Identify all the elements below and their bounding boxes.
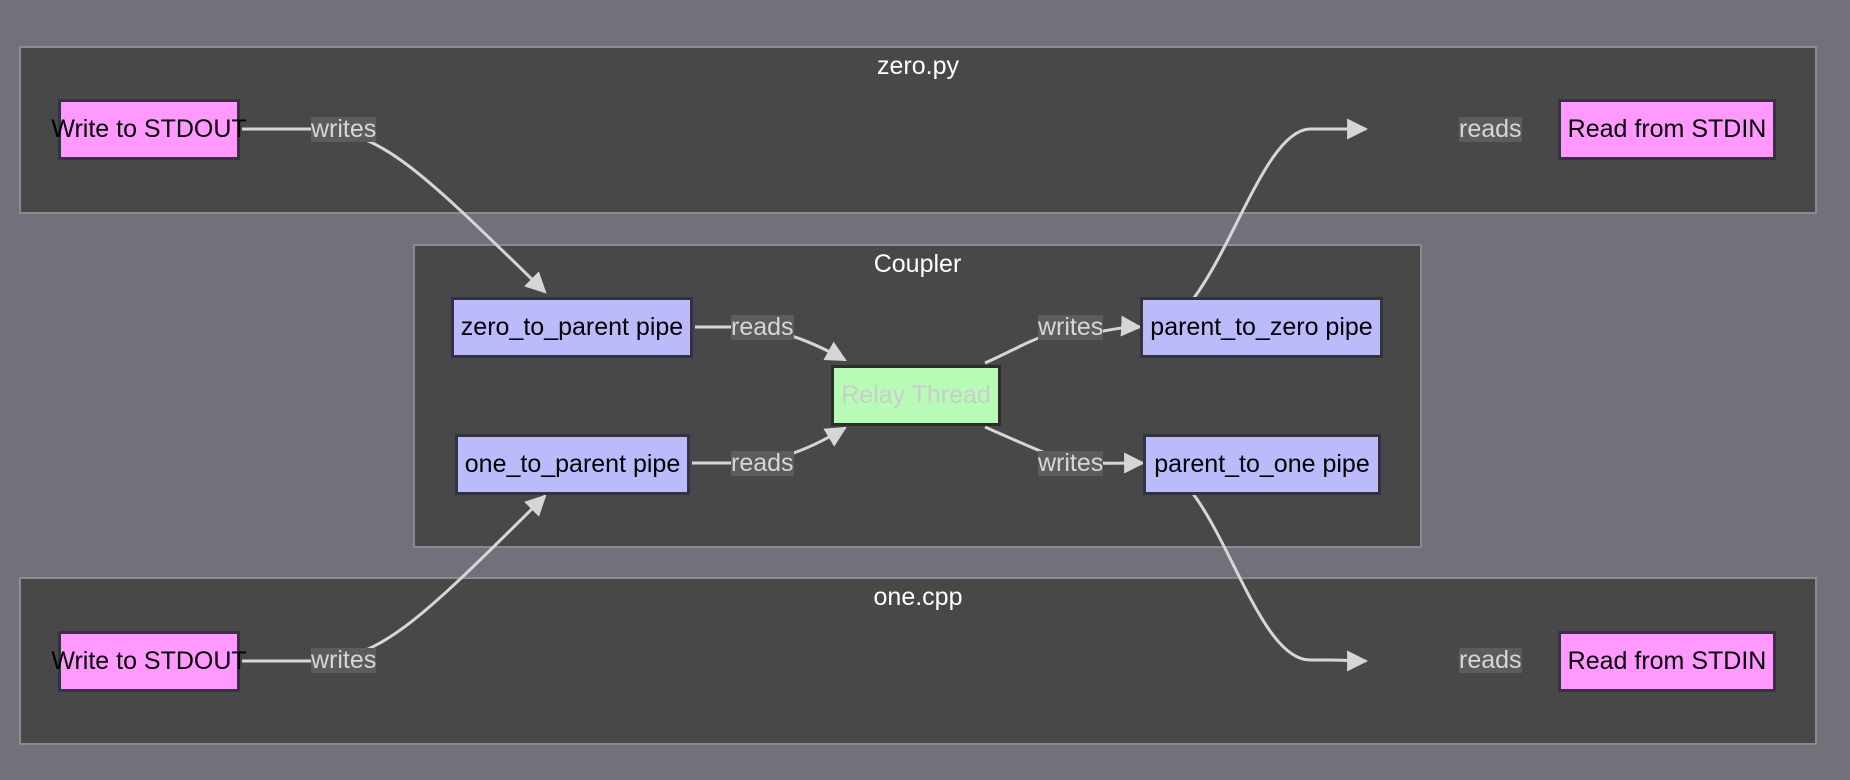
edge-label-reads: reads (1459, 646, 1522, 674)
one-read-stdin-node: Read from STDIN (1558, 631, 1776, 692)
node-label: Read from STDIN (1567, 115, 1767, 143)
edge-label-writes: writes (311, 115, 377, 143)
edge-label-writes: writes (311, 646, 377, 674)
one-write-stdout-node: Write to STDOUT (51, 631, 247, 692)
zero-to-parent-pipe-node: zero_to_parent pipe (451, 297, 693, 358)
cluster-title: Coupler (873, 250, 962, 278)
edge-label-reads: reads (731, 449, 794, 477)
edge-line (242, 127, 547, 294)
node-label: Read from STDIN (1567, 647, 1767, 675)
edge-label-reads: reads (1459, 115, 1522, 143)
parent-to-one-pipe-node: parent_to_one pipe (1143, 434, 1381, 495)
edge-label-reads: reads (731, 313, 794, 341)
cluster-title: zero.py (877, 52, 959, 80)
node-label: parent_to_one pipe (1154, 450, 1370, 478)
edge-line (242, 494, 547, 663)
node-label: parent_to_zero pipe (1150, 313, 1373, 341)
relay-thread-node: Relay Thread (831, 365, 1001, 426)
node-label: Write to STDOUT (51, 647, 247, 675)
node-label: one_to_parent pipe (464, 450, 681, 478)
node-label: Write to STDOUT (51, 115, 247, 143)
node-label: zero_to_parent pipe (460, 313, 684, 341)
cluster-title: one.cpp (873, 583, 963, 611)
edge-label-writes: writes (1038, 449, 1104, 477)
zero-write-stdout-node: Write to STDOUT (51, 99, 247, 160)
edge-label-writes: writes (1038, 313, 1104, 341)
node-label: Relay Thread (841, 381, 991, 409)
parent-to-zero-pipe-node: parent_to_zero pipe (1140, 297, 1383, 358)
one-to-parent-pipe-node: one_to_parent pipe (455, 434, 690, 495)
zero-read-stdin-node: Read from STDIN (1558, 99, 1776, 160)
